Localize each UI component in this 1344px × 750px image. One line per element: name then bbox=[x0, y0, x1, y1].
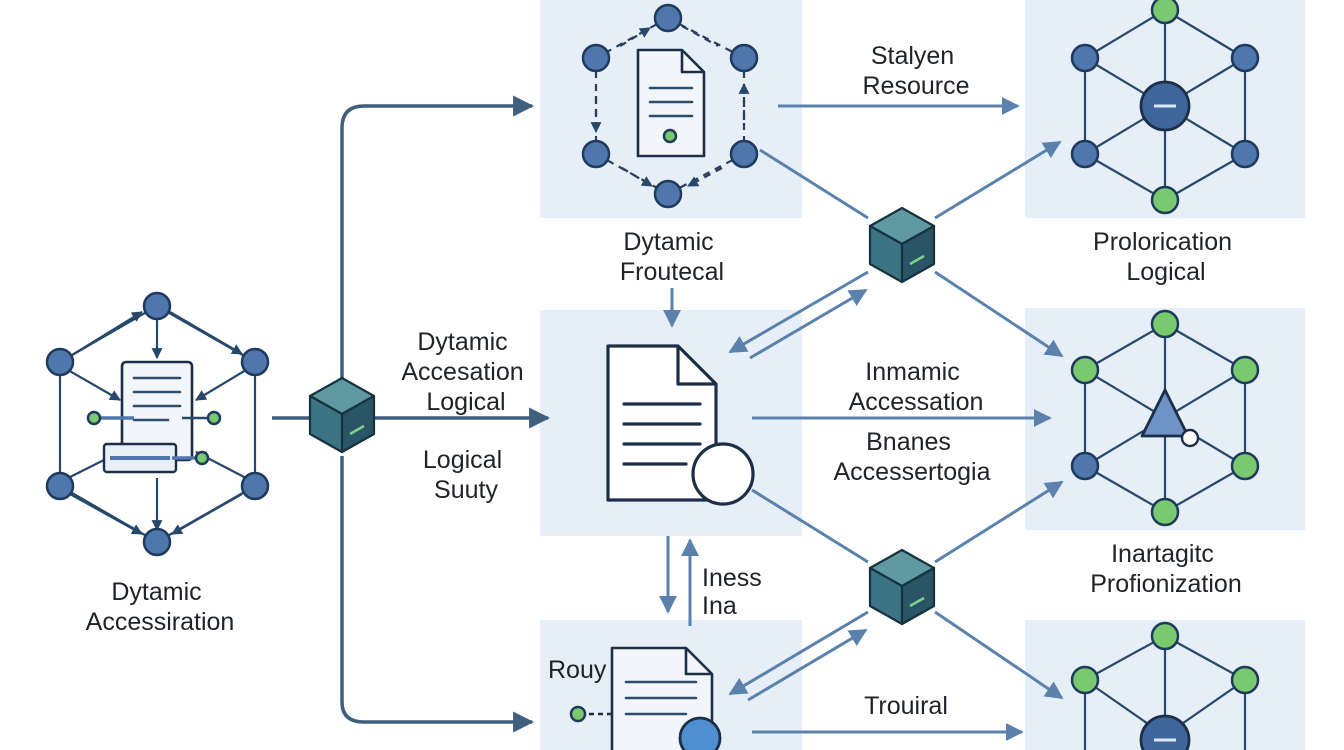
triangle-icon bbox=[1140, 388, 1190, 438]
magnifier-icon bbox=[678, 716, 722, 750]
left-cube-icon bbox=[308, 376, 376, 454]
middle-document-icon bbox=[606, 344, 755, 506]
top-flow-label: Stalyen Resource bbox=[863, 42, 970, 100]
vertical-flow-label: Iness Ina bbox=[702, 564, 769, 620]
top-module-label: Dytamic Froutecal bbox=[620, 228, 724, 286]
right-top-label: Prolorication Logical bbox=[1093, 228, 1239, 286]
upper-cube-icon bbox=[868, 206, 936, 284]
mid-flow-label-a: Inmamic Accessation bbox=[849, 358, 984, 416]
top-network-icon bbox=[581, 3, 759, 209]
right-middle-network-icon bbox=[1070, 309, 1260, 527]
left-network-icon bbox=[45, 291, 270, 557]
right-middle-label: Inartagitc Profionization bbox=[1090, 540, 1241, 598]
mid-left-label-a: Dytamic Accesation Logical bbox=[401, 328, 530, 416]
mid-left-label-b: Logical Suuty bbox=[423, 446, 509, 504]
left-module-label: Dytamic Accessiration bbox=[86, 578, 235, 636]
right-top-network-icon bbox=[1070, 0, 1260, 215]
bottom-flow-label: Trouiral bbox=[864, 692, 948, 720]
right-bottom-network-icon bbox=[1070, 621, 1260, 750]
lower-cube-icon bbox=[868, 548, 936, 626]
mid-flow-label-b: Bnanes Accessertogia bbox=[833, 428, 990, 486]
bottom-module-label: Rouy bbox=[548, 656, 607, 684]
bottom-document-icon bbox=[569, 646, 722, 750]
